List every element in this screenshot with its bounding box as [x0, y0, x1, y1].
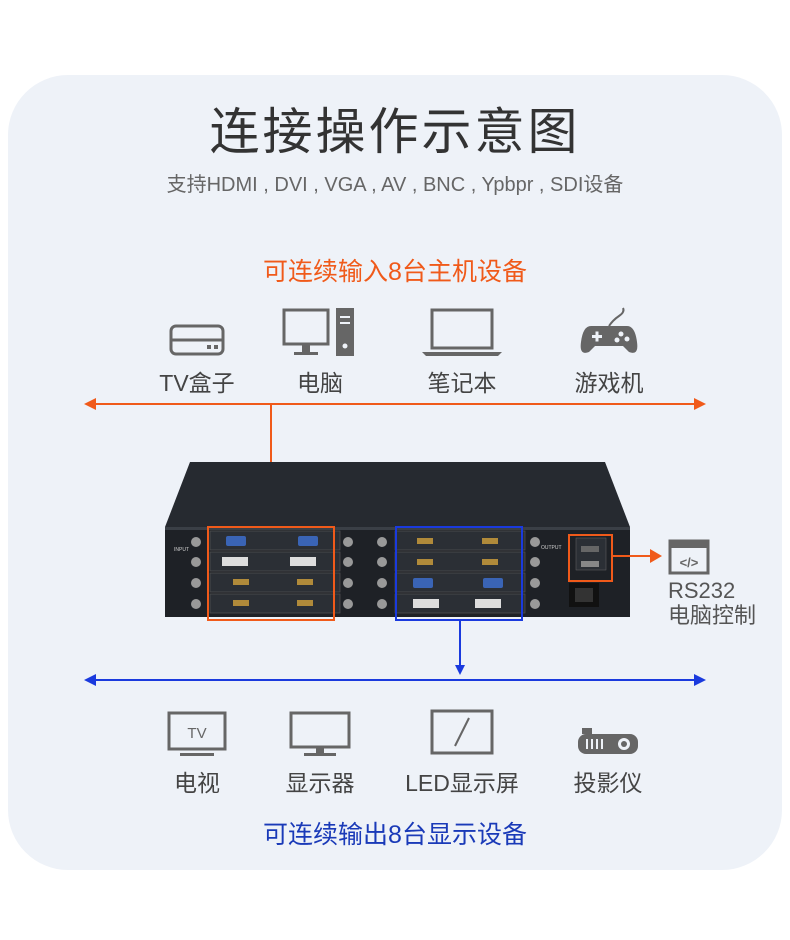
monitor-icon [289, 711, 351, 756]
input-label: 电脑 [297, 370, 343, 396]
page-title: 连接操作示意图 [209, 104, 581, 160]
tv-icon-text: TV [187, 725, 206, 742]
output-arrow [84, 620, 706, 686]
output-heading: 可连续输出8台显示设备 [263, 821, 527, 849]
page-subtitle: 支持HDMI , DVI , VGA , AV , BNC , Ypbpr , … [166, 174, 624, 196]
input-computer: 电脑 [260, 306, 380, 398]
device-chassis: INPUT OUTPUT [165, 462, 630, 617]
output-label: 电视 [174, 770, 220, 796]
gamepad-icon [580, 307, 638, 353]
output-label: LED显示屏 [405, 770, 519, 796]
pc-control-label: 电脑控制 [668, 603, 757, 628]
input-laptop: 笔记本 [402, 306, 522, 398]
rs232-label: RS232 [668, 578, 736, 603]
output-monitor: 显示器 [260, 710, 380, 798]
output-label: 投影仪 [573, 770, 643, 796]
laptop-icon [422, 308, 502, 356]
output-label: 显示器 [285, 770, 355, 796]
output-projector: 投影仪 [548, 722, 668, 798]
input-heading: 可连续输入8台主机设备 [263, 258, 527, 286]
output-port-label: OUTPUT [541, 545, 562, 551]
input-port-label: INPUT [174, 547, 189, 553]
input-game-console: 游戏机 [549, 306, 669, 398]
rs232-ports-highlight [568, 534, 613, 582]
output-tv: TV 电视 [137, 710, 257, 798]
projector-icon [578, 728, 638, 754]
tv-icon: TV [167, 711, 227, 756]
tv-box-icon [169, 324, 225, 356]
input-tv-box: TV盒子 [137, 318, 257, 398]
svg-text:</>: </> [680, 555, 699, 570]
led-screen-icon [430, 709, 494, 755]
input-ports-highlight [207, 526, 335, 621]
rs232-arrow [612, 549, 662, 563]
desktop-computer-icon [282, 308, 354, 356]
input-label: 游戏机 [574, 370, 644, 396]
code-window-icon: </> [668, 539, 710, 575]
output-led-screen: LED显示屏 [392, 708, 532, 798]
input-label: TV盒子 [159, 370, 235, 396]
input-label: 笔记本 [427, 370, 497, 396]
